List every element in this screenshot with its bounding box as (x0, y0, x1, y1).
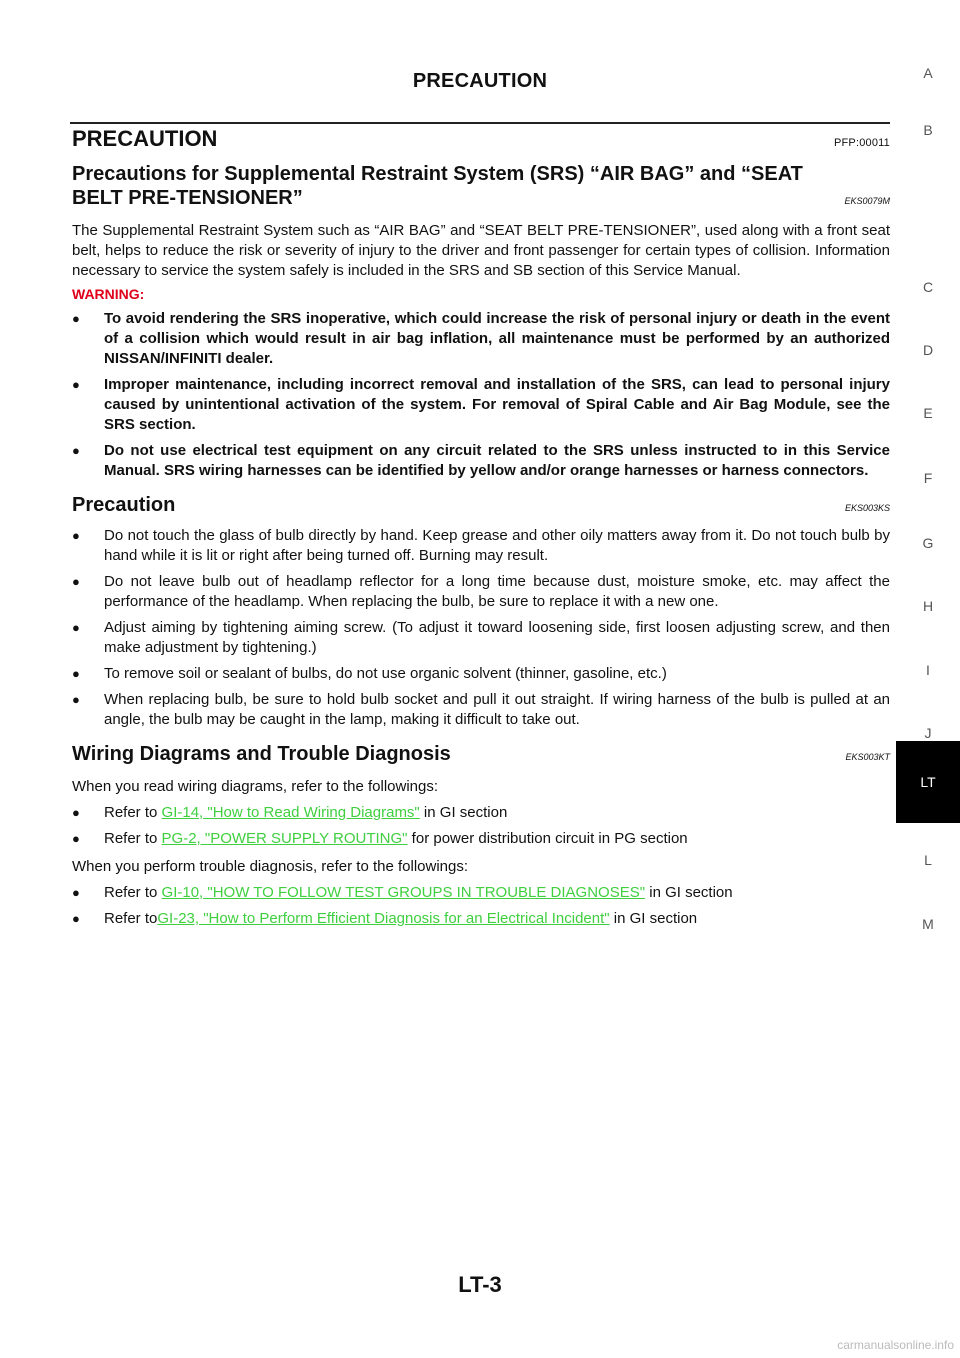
wiring-code: EKS003KT (845, 752, 890, 762)
precaution-heading: Precaution EKS003KS (72, 493, 890, 520)
side-tab-c[interactable]: C (922, 279, 934, 295)
side-tab-b[interactable]: B (923, 122, 933, 138)
bullet-icon: ● (72, 692, 80, 707)
section-title-text: PRECAUTION (72, 126, 218, 151)
bullet-icon: ● (72, 805, 80, 820)
bullet-icon: ● (72, 620, 80, 635)
bullet-icon: ● (72, 885, 80, 900)
wiring-heading-text: Wiring Diagrams and Trouble Diagnosis (72, 743, 451, 765)
warning-item: ●Improper maintenance, including incorre… (72, 376, 890, 433)
reference-item: ●Refer to GI-14, "How to Read Wiring Dia… (72, 804, 508, 821)
precaution-list: ●Do not touch the glass of bulb directly… (72, 526, 890, 730)
side-tab-g[interactable]: G (922, 535, 934, 551)
bullet-icon: ● (72, 831, 80, 846)
side-tab-lt-active[interactable]: LT (896, 741, 960, 823)
header-rule (70, 122, 890, 124)
side-tab-m[interactable]: M (922, 916, 934, 932)
bullet-icon: ● (72, 377, 80, 392)
warning-list: ●To avoid rendering the SRS inoperative,… (72, 309, 890, 481)
wiring-intro-diagnosis: When you perform trouble diagnosis, refe… (72, 858, 469, 875)
bullet-icon: ● (72, 574, 80, 589)
wiring-diagnosis-refs: ●Refer to GI-10, "HOW TO FOLLOW TEST GRO… (72, 883, 890, 929)
reference-item: ●Refer to GI-10, "HOW TO FOLLOW TEST GRO… (72, 884, 733, 901)
srs-heading-line2: BELT PRE-TENSIONER” (72, 187, 303, 209)
bullet-icon: ● (72, 443, 80, 458)
srs-heading: Precautions for Supplemental Restraint S… (72, 162, 890, 213)
reference-item: ●Refer to PG-2, "POWER SUPPLY ROUTING" f… (72, 830, 688, 847)
section-code: PFP:00011 (833, 137, 890, 149)
warning-label: WARNING: (72, 286, 145, 302)
wiring-read-refs: ●Refer to GI-14, "How to Read Wiring Dia… (72, 803, 890, 849)
section-title: PRECAUTION PFP:00011 (72, 126, 890, 156)
ref-link-pg-2[interactable]: PG-2, "POWER SUPPLY ROUTING" (161, 830, 408, 847)
wiring-intro-read: When you read wiring diagrams, refer to … (72, 778, 439, 795)
side-tab-d[interactable]: D (922, 342, 934, 358)
warning-item: ●Do not use electrical test equipment on… (72, 442, 890, 479)
side-tab-f[interactable]: F (923, 470, 933, 486)
page-header-title: PRECAUTION (412, 70, 548, 92)
srs-body: The Supplemental Restraint System such a… (72, 222, 890, 279)
precaution-item: ●Adjust aiming by tightening aiming scre… (72, 619, 890, 656)
precaution-item: ●Do not touch the glass of bulb directly… (72, 527, 890, 564)
side-tab-h[interactable]: H (922, 598, 934, 614)
bullet-icon: ● (72, 528, 80, 543)
watermark: carmanualsonline.info (837, 1338, 954, 1352)
side-tab-l[interactable]: L (924, 852, 932, 868)
side-tab-a[interactable]: A (923, 65, 933, 81)
ref-link-gi-14[interactable]: GI-14, "How to Read Wiring Diagrams" (161, 804, 420, 821)
side-tab-e[interactable]: E (923, 405, 933, 421)
ref-link-gi-10[interactable]: GI-10, "HOW TO FOLLOW TEST GROUPS IN TRO… (161, 884, 646, 901)
reference-item: ●Refer toGI-23, "How to Perform Efficien… (72, 910, 698, 927)
srs-code: EKS0079M (844, 196, 890, 206)
ref-link-gi-23[interactable]: GI-23, "How to Perform Efficient Diagnos… (157, 910, 610, 927)
precaution-code: EKS003KS (844, 503, 890, 513)
wiring-heading: Wiring Diagrams and Trouble Diagnosis EK… (72, 742, 890, 769)
page-number: LT-3 (458, 1272, 502, 1297)
bullet-icon: ● (72, 911, 80, 926)
side-tab-j[interactable]: J (924, 725, 932, 741)
side-tab-i[interactable]: I (926, 662, 930, 678)
warning-item: ●To avoid rendering the SRS inoperative,… (72, 310, 890, 367)
precaution-item: ●To remove soil or sealant of bulbs, do … (72, 665, 667, 682)
precaution-item: ●When replacing bulb, be sure to hold bu… (72, 691, 890, 728)
precaution-heading-text: Precaution (72, 494, 176, 516)
bullet-icon: ● (72, 311, 80, 326)
bullet-icon: ● (72, 666, 80, 681)
srs-heading-line1: Precautions for Supplemental Restraint S… (72, 163, 803, 185)
main-content: PRECAUTION PFP:00011 Precautions for Sup… (72, 126, 890, 929)
precaution-item: ●Do not leave bulb out of headlamp refle… (72, 573, 890, 610)
